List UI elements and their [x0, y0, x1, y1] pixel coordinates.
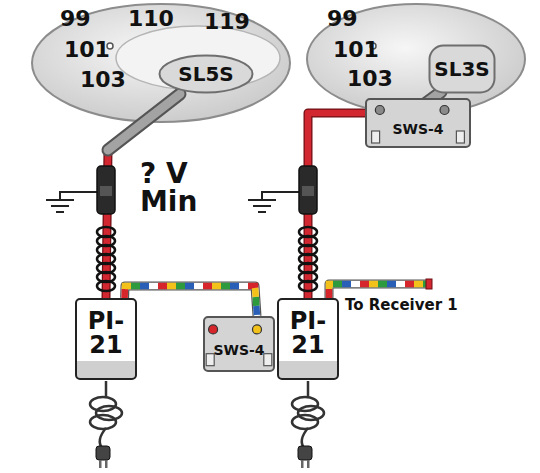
f-connector	[264, 354, 272, 366]
satellite-position: 119	[204, 11, 250, 33]
cable-coil	[97, 227, 317, 291]
device-name: PI- 21	[77, 309, 135, 357]
coil-loop	[299, 281, 317, 291]
dish-reflector	[307, 4, 525, 114]
device-name: SL3S	[434, 59, 489, 79]
satellite-position: 99	[60, 8, 91, 30]
lnb-arm	[108, 94, 180, 150]
device-name: SL5S	[178, 64, 233, 84]
cord-wire	[100, 428, 106, 448]
switch-port	[209, 325, 218, 334]
satellite-position: 101	[64, 39, 110, 61]
coil-loop	[97, 281, 115, 291]
multiswitch-box: SWS-4	[365, 98, 471, 148]
satellite-position: 101	[333, 39, 379, 61]
plug-prong	[301, 460, 304, 468]
power-inserter: PI- 21	[75, 298, 137, 380]
lnb-arm	[108, 94, 180, 150]
cord-loop	[292, 397, 318, 411]
coax-stripe	[125, 286, 257, 316]
coax-cable	[125, 286, 257, 316]
cord-wire	[302, 428, 308, 448]
coax-stripe	[329, 284, 428, 298]
voltage-callout: ? V Min	[140, 160, 202, 216]
satellite-position: 99	[327, 8, 358, 30]
coax-outline	[329, 284, 428, 298]
cable-end	[426, 279, 432, 289]
coax-stripe	[125, 286, 257, 316]
plug-prong	[99, 460, 102, 468]
cord-loop	[90, 415, 116, 429]
satellite-position: 103	[80, 69, 126, 91]
lnb-body	[160, 56, 253, 93]
switch-port	[253, 325, 262, 334]
cord-loop	[90, 397, 116, 411]
switch-port	[375, 106, 384, 115]
coax-connector	[125, 286, 257, 316]
lnb-head: SL5S	[158, 54, 254, 94]
f-connector	[372, 131, 380, 143]
cord-wire	[307, 381, 310, 398]
coax-stripe	[329, 284, 428, 298]
plug-body	[298, 446, 312, 460]
ground-block	[46, 166, 115, 214]
coax-stripe	[125, 286, 257, 316]
lnb-head: SL3S	[428, 44, 496, 94]
cord-loop	[292, 415, 318, 429]
cord-wire	[105, 381, 108, 398]
switch-body	[366, 99, 470, 147]
coax-stripe	[329, 284, 428, 298]
coax-stripe	[329, 284, 428, 298]
power-inserter: PI- 21	[277, 298, 339, 380]
multiswitch-box: SWS-4	[203, 316, 275, 372]
coax-cable	[329, 284, 428, 298]
coax-stripe	[125, 286, 257, 316]
destination-note: To Receiver 1	[345, 298, 458, 313]
cord-loop	[96, 406, 122, 420]
satellite-position: 110	[128, 8, 174, 30]
satellite-position: 103	[347, 68, 393, 90]
plug-prong	[307, 460, 310, 468]
f-connector	[456, 131, 464, 143]
f-connector	[206, 354, 214, 366]
cord-loop	[298, 406, 324, 420]
device-name: PI- 21	[279, 309, 337, 357]
device-name: SWS-4	[392, 122, 443, 136]
plug-prong	[105, 460, 108, 468]
lnb-body	[430, 46, 495, 93]
switch-port	[440, 106, 449, 115]
ground-block	[248, 166, 317, 214]
plug-body	[96, 446, 110, 460]
switch-body	[204, 317, 274, 371]
receiver-cable	[329, 279, 432, 298]
satellite-dish: 99 110 119 101 103 SL5S	[30, 2, 292, 124]
device-name: SWS-4	[213, 343, 264, 357]
coax-outline	[125, 286, 257, 316]
power-cord	[90, 381, 324, 468]
